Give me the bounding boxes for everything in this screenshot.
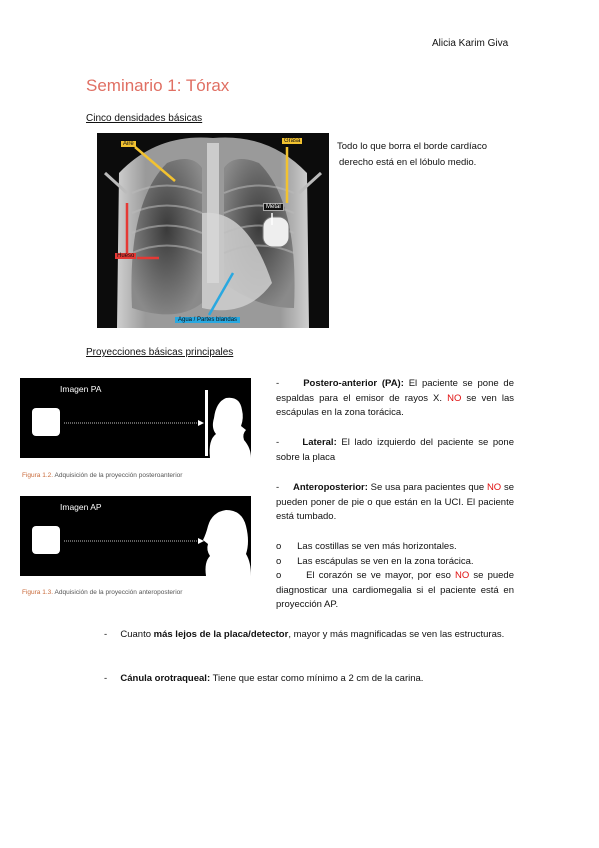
bullet-magnification: - Cuanto más lejos de la placa/detector,… [104, 629, 505, 640]
patient-silhouette-back-icon [209, 397, 251, 458]
section-heading-projections: Proyecciones básicas principales [86, 347, 234, 358]
xray-emitter-icon [32, 526, 60, 554]
aire-label: Aire [121, 141, 136, 147]
xray-note-line1: Todo lo que borra el borde cardíaco [337, 141, 487, 152]
pa-description: - Postero-anterior (PA): El paciente se … [276, 378, 515, 418]
grasa-label: Grasa [282, 138, 303, 144]
chest-xray-image: Aire Grasa Metal Hueso Agua / Partes bla… [97, 133, 329, 328]
page-title: Seminario 1: Tórax [86, 76, 230, 95]
agua-label: Agua / Partes blandas [175, 317, 241, 323]
ap-description: - Anteroposterior: Se usa para pacientes… [276, 482, 514, 522]
aire-arrow [134, 146, 176, 182]
xray-note-line2: derecho está en el lóbulo medio. [339, 157, 477, 168]
ap-diagram-label: Imagen AP [60, 502, 102, 512]
lateral-description: - Lateral: El lado izquierdo del pacient… [276, 437, 515, 463]
author-name: Alicia Karim Giva [432, 38, 509, 49]
list-item: o Las escápulas se ven en la zona toráci… [276, 555, 474, 567]
ap-diagram: Imagen AP [20, 496, 251, 576]
detector-plate-icon [205, 390, 208, 456]
ap-sub-list: o Las costillas se ven más horizontales.… [276, 540, 514, 613]
list-item: o El corazón se ve mayor, por eso NO se … [276, 570, 514, 610]
section-heading-densities: Cinco densidades básicas [86, 113, 203, 124]
pa-diagram: Imagen PA [20, 378, 251, 458]
xray-emitter-icon [32, 408, 60, 436]
list-item: o Las costillas se ven más horizontales. [276, 541, 457, 552]
hueso-label: Hueso [115, 253, 137, 259]
pa-diagram-label: Imagen PA [60, 384, 102, 394]
ap-caption: Figura 1.3. Adquisición de la proyección… [22, 589, 183, 596]
agua-arrow [207, 272, 235, 316]
patient-silhouette-front-icon [203, 510, 251, 576]
metal-label: Metal [263, 203, 284, 211]
bullet-cannula: - Cánula orotraqueal: Tiene que estar co… [104, 673, 424, 684]
pa-caption: Figura 1.2. Adquisición de la proyección… [22, 472, 183, 479]
